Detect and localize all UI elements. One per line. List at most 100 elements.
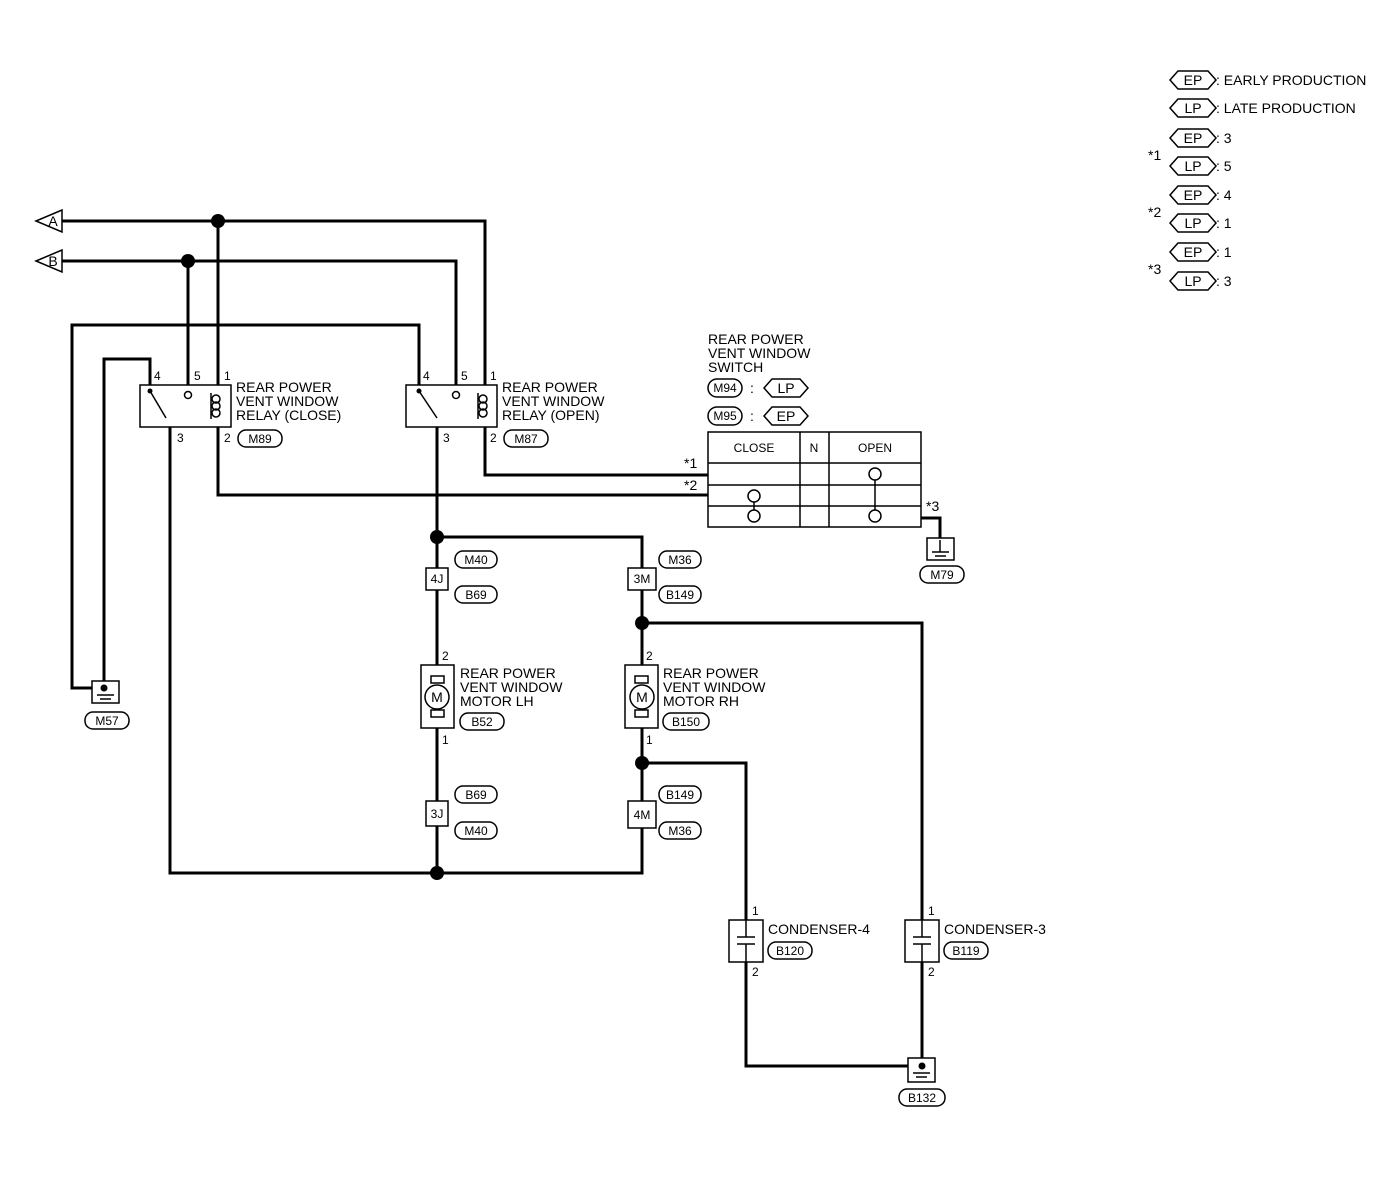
- relay-open-label-2: VENT WINDOW: [502, 393, 605, 409]
- switch-label-2: VENT WINDOW: [708, 345, 811, 361]
- legend-note-2-lp-tag: LP: [1168, 213, 1218, 233]
- svg-text:EP: EP: [777, 408, 796, 424]
- legend-note-2-lp: : 1: [1216, 215, 1232, 231]
- switch-col-open: OPEN: [858, 441, 892, 455]
- switch-label-3: SWITCH: [708, 359, 763, 375]
- legend-note-3-lp-tag: LP: [1168, 271, 1218, 291]
- legend-note-1-lp-tag: LP: [1168, 156, 1218, 176]
- svg-text:EP: EP: [1184, 72, 1203, 88]
- switch-label-1: REAR POWER: [708, 331, 804, 347]
- switch-col-close: CLOSE: [734, 441, 775, 455]
- motor-lh-symbol: M: [431, 689, 443, 705]
- legend-note-3-mark: *3: [1148, 261, 1161, 277]
- legend-note-3-lp: : 3: [1216, 273, 1232, 289]
- svg-text:B: B: [48, 253, 57, 269]
- wire-switch-ground: [918, 516, 942, 540]
- wire-to-condenser-4: [640, 761, 748, 922]
- ground-b132: B132: [898, 1057, 946, 1107]
- wire-open-relay-pin4-ground: [70, 323, 421, 690]
- switch-mark-2: *2: [684, 477, 697, 493]
- ground-m57-icon: [91, 680, 120, 704]
- legend-note-2-mark: *2: [1148, 204, 1161, 220]
- motor-lh-connector: B52: [459, 712, 505, 731]
- motor-rh-pin-2: 2: [646, 649, 653, 663]
- switch-mark-3: *3: [926, 498, 939, 514]
- relay-open-pin-2: 2: [490, 431, 497, 445]
- motor-rh-connector: B150: [662, 712, 710, 731]
- svg-text:M40: M40: [464, 553, 488, 567]
- wire-open-relay-pin2-switch: [483, 425, 710, 477]
- relay-open-label-3: RELAY (OPEN): [502, 407, 600, 423]
- motor-lh-pin-2: 2: [442, 649, 449, 663]
- legend-ep-tag: EP: [1168, 70, 1218, 90]
- condenser-3-connector: B119: [943, 941, 989, 960]
- relay-close-pin-4: 4: [154, 369, 161, 383]
- svg-text:4M: 4M: [634, 808, 651, 822]
- switch-connector-lp: M94: [707, 378, 743, 398]
- svg-text:B132: B132: [908, 1091, 936, 1105]
- relay-close-pin-1: 1: [224, 369, 231, 383]
- motor-lh-label-2: VENT WINDOW: [460, 679, 563, 695]
- svg-text:M95: M95: [713, 409, 737, 423]
- motor-lh-brush-bottom: [430, 709, 445, 718]
- motor-rh-symbol: M: [636, 689, 648, 705]
- relay-close-pin-5: 5: [194, 369, 201, 383]
- relay-close-label-3: RELAY (CLOSE): [236, 407, 341, 423]
- condenser-4-pin-2: 2: [752, 965, 759, 979]
- ground-m79: M79: [919, 537, 965, 584]
- legend-note-2-ep-tag: EP: [1168, 185, 1218, 205]
- terminal-a: A: [34, 208, 63, 234]
- wire-a: [60, 219, 487, 389]
- motor-rh: M 2 1 REAR POWER VENT WINDOW MOTOR RH B1…: [624, 649, 766, 747]
- motor-rh-brush-bottom: [634, 709, 649, 718]
- motor-lh-brush-top: [430, 675, 445, 684]
- splice-condenser-3: [635, 616, 649, 630]
- legend-note-1-ep: : 3: [1216, 130, 1232, 146]
- relay-open-label-1: REAR POWER: [502, 379, 598, 395]
- svg-text:B149: B149: [666, 588, 694, 602]
- svg-text:M87: M87: [514, 432, 538, 446]
- relay-close-connector: M89: [237, 429, 283, 448]
- condenser-4-label: CONDENSER-4: [768, 921, 870, 937]
- motor-rh-icon: [629, 684, 655, 710]
- relay-close-coil: [210, 393, 221, 419]
- splice-b: [181, 254, 195, 268]
- legend-lp-desc: : LATE PRODUCTION: [1216, 100, 1356, 116]
- legend: EP : EARLY PRODUCTION LP : LATE PRODUCTI…: [1148, 70, 1366, 291]
- junction-3j: 3J B69 M40: [425, 785, 498, 840]
- legend-note-1-lp: : 5: [1216, 158, 1232, 174]
- svg-text:3J: 3J: [431, 807, 444, 821]
- motor-lh-label-3: MOTOR LH: [460, 693, 534, 709]
- switch-sep-ep: :: [750, 408, 754, 424]
- motor-rh-label-1: REAR POWER: [663, 665, 759, 681]
- svg-text:4J: 4J: [431, 572, 444, 586]
- svg-text:M79: M79: [930, 568, 954, 582]
- legend-note-3-ep-tag: EP: [1168, 242, 1218, 262]
- motor-lh-label-1: REAR POWER: [460, 665, 556, 681]
- svg-text:EP: EP: [1184, 130, 1203, 146]
- svg-text:M36: M36: [668, 824, 692, 838]
- motor-rh-brush-top: [634, 675, 649, 684]
- svg-text:LP: LP: [1184, 215, 1201, 231]
- svg-text:B69: B69: [465, 788, 487, 802]
- switch-contact-close: [747, 489, 761, 523]
- svg-text:LP: LP: [777, 380, 794, 396]
- svg-text:M89: M89: [248, 432, 272, 446]
- svg-text:B52: B52: [471, 715, 493, 729]
- svg-text:M94: M94: [713, 381, 737, 395]
- relay-close-pin-3: 3: [177, 431, 184, 445]
- relay-close-body: [139, 384, 232, 428]
- condenser-4-pin-1: 1: [752, 904, 759, 918]
- wire-close-relay-pin3: [168, 425, 644, 875]
- condenser-4-connector: B120: [767, 941, 813, 960]
- vent-window-switch: REAR POWER VENT WINDOW SWITCH M94 : LP M…: [684, 331, 939, 528]
- relay-open-pin-4: 4: [423, 369, 430, 383]
- terminal-b: B: [34, 248, 63, 274]
- legend-note-1-mark: *1: [1148, 147, 1161, 163]
- junction-3m: 3M M36 B149: [627, 550, 702, 604]
- motor-lh-pin-1: 1: [442, 733, 449, 747]
- motor-rh-label-3: MOTOR RH: [663, 693, 739, 709]
- svg-text:M40: M40: [464, 824, 488, 838]
- switch-sep-lp: :: [750, 380, 754, 396]
- switch-tag-lp: LP: [762, 378, 810, 398]
